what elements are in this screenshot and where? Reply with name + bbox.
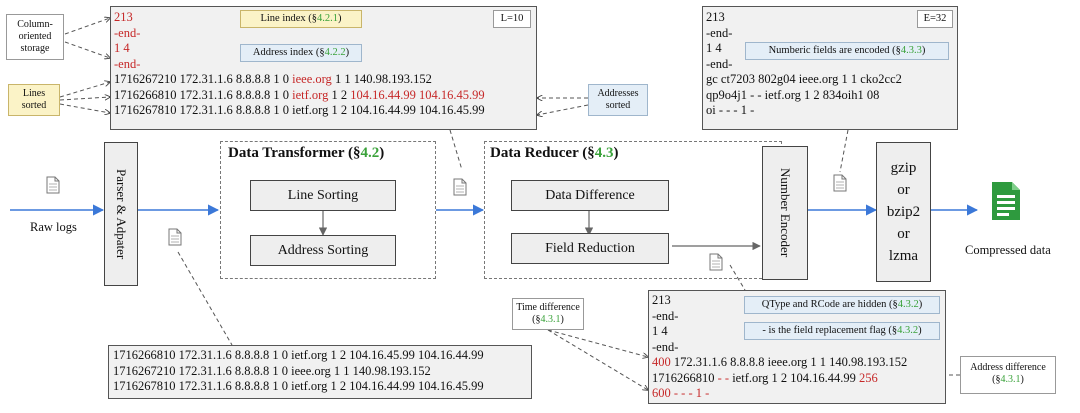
data-difference-block: Data Difference <box>511 180 669 211</box>
address-difference-tag: Address difference(§4.3.1) <box>960 356 1056 394</box>
l-tag: L=10 <box>493 10 531 28</box>
e-tag: E=32 <box>917 10 953 28</box>
data-transformer-group <box>220 141 436 279</box>
end-marker: -end- <box>114 56 141 71</box>
compressed-data-label: Compressed data <box>965 243 1051 257</box>
log-row: 1716266810 172.31.1.6 8.8.8.8 1 0 ietf.o… <box>114 87 485 102</box>
data-transformer-title: Data Transformer (§4.2) <box>228 145 385 161</box>
column-storage-tag: Column- oriented storage <box>6 14 64 60</box>
log-row: 1716267810 172.31.1.6 8.8.8.8 1 0 ietf.o… <box>114 103 485 117</box>
reduced-file-icon <box>709 253 723 271</box>
raw-log-file-icon <box>46 176 60 194</box>
number-encoder-block: Number Encoder <box>762 146 808 280</box>
raw-logs-label: Raw logs <box>30 220 77 234</box>
parsed-data-text: 1716266810 172.31.1.6 8.8.8.8 1 0 ietf.o… <box>113 348 484 393</box>
parsed-file-icon <box>168 228 182 246</box>
address-index-value: 1 4 <box>114 41 130 55</box>
line-index-value: 213 <box>114 10 133 24</box>
lines-sorted-tag: Lines sorted <box>8 84 60 116</box>
encoded-data-text: 213 -end- 1 4 -end- gc ct7203 802g04 iee… <box>706 10 902 117</box>
address-sorting-block: Address Sorting <box>250 235 396 266</box>
field-reduction-block: Field Reduction <box>511 233 669 264</box>
encoded-data-box <box>702 6 958 130</box>
parsed-data-box <box>108 345 532 399</box>
data-reducer-title: Data Reducer (§4.3) <box>490 145 619 161</box>
compressor-block: gzip or bzip2 or lzma <box>876 142 931 282</box>
compressed-file-icon <box>990 180 1022 227</box>
addresses-sorted-tag: Addresses sorted <box>588 84 648 116</box>
parser-adapter-block: Parser & Adpater <box>104 142 138 286</box>
transformed-file-icon <box>453 178 467 196</box>
line-sorting-block: Line Sorting <box>250 180 396 211</box>
end-marker: -end- <box>114 25 141 40</box>
sorted-data-text: 213 -end- 1 4 -end- 1716267210 172.31.1.… <box>114 10 485 119</box>
replacement-flag-tag: - is the field replacement flag (§4.3.2) <box>744 322 940 340</box>
log-row: 1716267210 172.31.1.6 8.8.8.8 1 0 ieee.o… <box>114 72 432 86</box>
numeric-encoded-tag: Numberic fields are encoded (§4.3.3) <box>745 42 949 60</box>
reduced-data-text: 213 -end- 1 4 -end- 400 172.31.1.6 8.8.8… <box>652 293 908 400</box>
encoded-file-icon <box>833 174 847 192</box>
hidden-fields-tag: QType and RCode are hidden (§4.3.2) <box>744 296 940 314</box>
time-difference-tag: Time difference(§4.3.1) <box>512 298 584 330</box>
line-index-tag: Line index (§4.2.1) <box>240 10 362 28</box>
address-index-tag: Address index (§4.2.2) <box>240 44 362 62</box>
